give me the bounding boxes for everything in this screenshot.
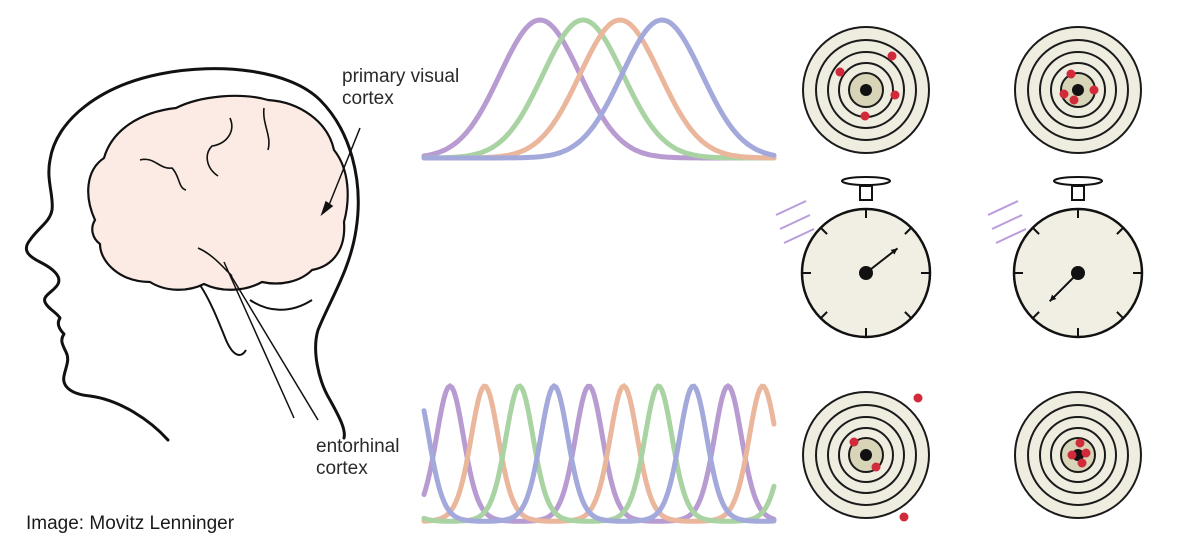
stopwatch-tick bbox=[1032, 311, 1040, 319]
shot-dot bbox=[1089, 85, 1099, 95]
motion-line bbox=[783, 228, 815, 244]
target-icon bbox=[802, 391, 930, 522]
tuning-curves-wide bbox=[421, 17, 777, 161]
shot-dot bbox=[899, 512, 909, 522]
target-bullseye bbox=[860, 449, 872, 461]
target-bullseye bbox=[860, 84, 872, 96]
brain-icon bbox=[87, 94, 349, 356]
shot-dot bbox=[1077, 458, 1087, 468]
stopwatch-tick bbox=[1032, 227, 1040, 235]
target-ring bbox=[827, 416, 905, 494]
arrow-entorhinal bbox=[223, 261, 319, 421]
tuning-curves-narrow bbox=[421, 382, 777, 524]
target-ring bbox=[1027, 404, 1129, 506]
arrow-primary-visual bbox=[320, 127, 361, 217]
image-credit: Image: Movitz Lenninger bbox=[26, 513, 235, 534]
target-ring bbox=[1050, 427, 1106, 483]
stopwatch-hand-tip bbox=[890, 248, 898, 255]
target-icon bbox=[1014, 26, 1142, 154]
tuning-curve-blue bbox=[421, 382, 777, 524]
shot-dot bbox=[1059, 89, 1069, 99]
label-entorhinal-cortex: entorhinal cortex bbox=[316, 436, 400, 479]
stopwatch-hand-tip bbox=[1049, 294, 1057, 302]
target-bullseye bbox=[1072, 84, 1084, 96]
shot-dot bbox=[849, 437, 859, 447]
target-ring bbox=[1027, 39, 1129, 141]
motion-line bbox=[995, 228, 1027, 244]
stopwatch-icon bbox=[987, 176, 1144, 339]
target-ring bbox=[838, 427, 894, 483]
stopwatch-stem bbox=[859, 185, 873, 201]
stopwatch-crown bbox=[1053, 176, 1103, 186]
motion-line bbox=[775, 200, 807, 216]
stopwatch-tick bbox=[820, 311, 828, 319]
stopwatch-tick bbox=[904, 311, 912, 319]
stopwatch-tick bbox=[1116, 311, 1124, 319]
target-icon bbox=[802, 26, 930, 154]
tuning-curve-blue bbox=[421, 17, 777, 161]
shot-dot bbox=[835, 67, 845, 77]
motion-line bbox=[991, 214, 1023, 230]
shot-dot bbox=[1067, 450, 1077, 460]
shot-dot bbox=[887, 51, 897, 61]
stopwatch-tick bbox=[820, 227, 828, 235]
shot-dot bbox=[860, 111, 870, 121]
target-ring bbox=[815, 404, 917, 506]
shot-dot bbox=[1081, 448, 1091, 458]
tuning-curve-purple bbox=[421, 382, 777, 524]
stopwatch-icon bbox=[775, 176, 932, 339]
shot-dot bbox=[1075, 438, 1085, 448]
tuning-curve-green bbox=[421, 17, 777, 161]
head-outline-icon bbox=[24, 67, 360, 442]
target-ring bbox=[1039, 416, 1117, 494]
stopwatch-stem bbox=[1071, 185, 1085, 201]
stopwatch-crown bbox=[841, 176, 891, 186]
motion-line bbox=[987, 200, 1019, 216]
target-ring bbox=[1039, 51, 1117, 129]
label-primary-visual-cortex: primary visual cortex bbox=[342, 66, 460, 109]
shot-dot bbox=[1069, 95, 1079, 105]
target-ring bbox=[827, 51, 905, 129]
shot-dot bbox=[890, 90, 900, 100]
stopwatch-tick bbox=[1116, 227, 1124, 235]
target-icon bbox=[1014, 391, 1142, 519]
target-ring bbox=[1050, 62, 1106, 118]
tuning-curve-orange bbox=[421, 17, 777, 161]
shot-dot bbox=[871, 462, 881, 472]
target-ring bbox=[815, 39, 917, 141]
stopwatch-tick bbox=[904, 227, 912, 235]
motion-line bbox=[779, 214, 811, 230]
shot-dot bbox=[1066, 69, 1076, 79]
shot-dot bbox=[913, 393, 923, 403]
stopwatch-pivot bbox=[859, 266, 873, 280]
stopwatch-pivot bbox=[1071, 266, 1085, 280]
